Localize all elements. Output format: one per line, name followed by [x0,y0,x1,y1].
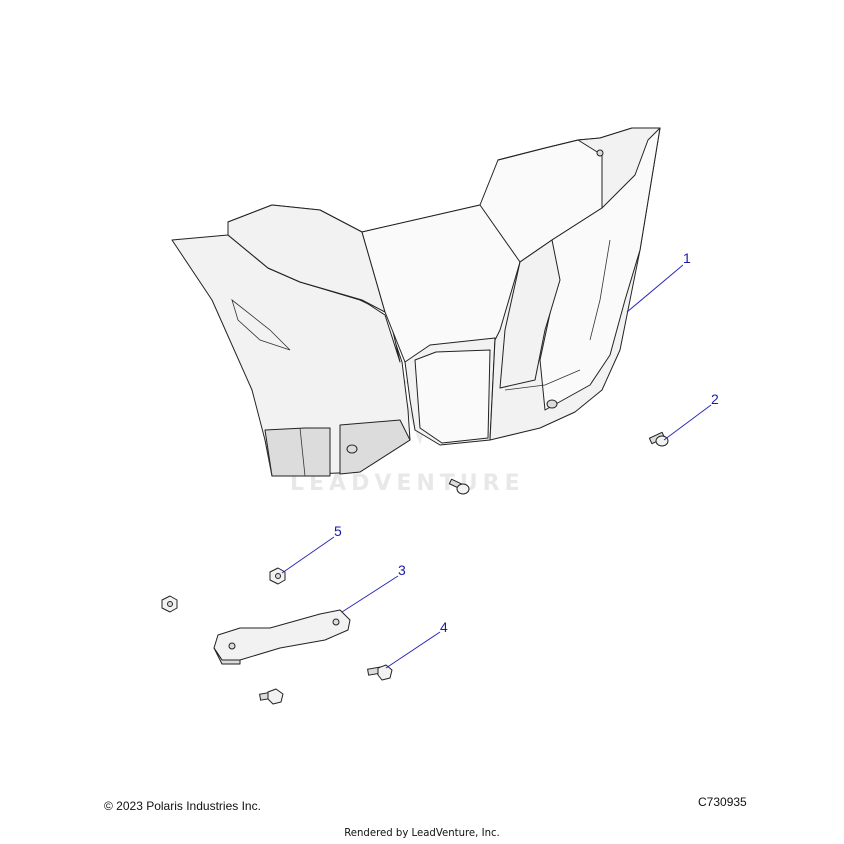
callout-1-label: 1 [683,250,691,266]
callout-5-label: 5 [334,523,342,539]
callout-1[interactable]: 1 [626,250,691,313]
callout-4-label: 4 [440,619,448,635]
callout-4[interactable]: 4 [385,619,448,669]
skid-plate-part-1[interactable] [171,127,661,477]
diagram-code: C730935 [698,795,747,809]
callout-2[interactable]: 2 [663,391,719,441]
bolt-bottom[interactable] [259,688,284,705]
callout-5[interactable]: 5 [281,523,342,574]
nut-part-5[interactable] [269,567,286,585]
bracket-part-3[interactable] [213,609,351,665]
rendered-by-text: Rendered by LeadVenture, Inc. [344,826,500,839]
bolt-part-4[interactable] [367,664,393,681]
callout-3-label: 3 [398,562,406,578]
nut-left[interactable] [161,595,178,613]
screw-center[interactable] [448,478,470,495]
callout-2-label: 2 [711,391,719,407]
copyright-text: © 2023 Polaris Industries Inc. [104,799,261,813]
callout-3[interactable]: 3 [341,562,406,613]
screw-part-2[interactable] [648,431,669,447]
